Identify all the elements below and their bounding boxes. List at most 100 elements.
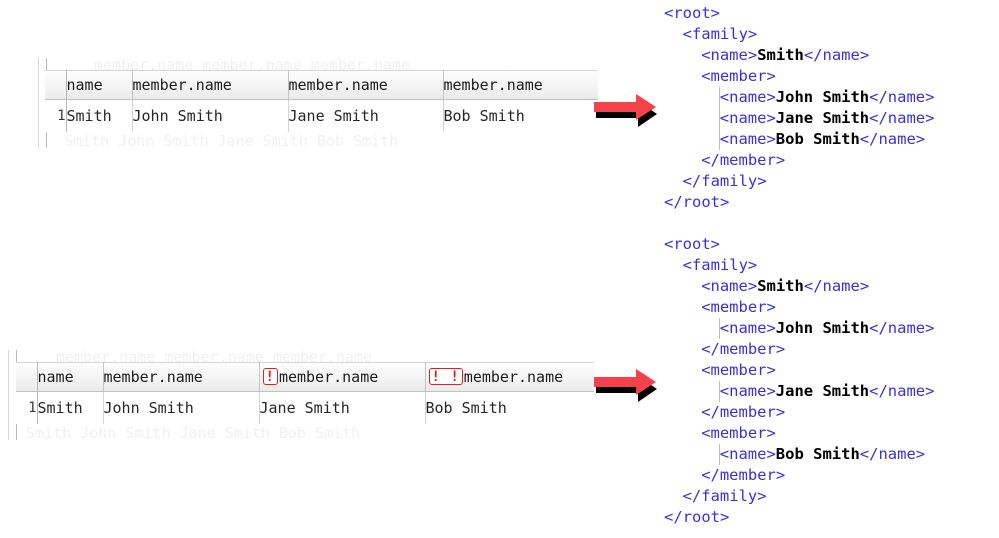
xml-tag: </member> xyxy=(701,151,786,169)
xml-line: </member> xyxy=(664,465,934,486)
xml-line: </root> xyxy=(664,192,934,213)
table-bottom-col-member-name-3-label: member.name xyxy=(463,368,564,386)
table-top-cell-member-3[interactable]: Bob Smith xyxy=(443,99,598,132)
xml-line: <name>Smith</name> xyxy=(664,276,934,297)
xml-indent-guide xyxy=(719,87,720,150)
warning-badge-icon[interactable]: ! xyxy=(262,368,278,385)
xml-line: <root> xyxy=(664,234,934,255)
xml-tag: <member> xyxy=(701,67,776,85)
xml-tag: <name> xyxy=(701,46,758,64)
xml-text-node: John Smith xyxy=(775,88,870,106)
table-top-col-member-name-1[interactable]: member.name xyxy=(132,70,289,100)
xml-line: </root> xyxy=(664,507,934,528)
xml-tag: <name> xyxy=(719,88,776,106)
xml-tag: </family> xyxy=(682,487,767,505)
xml-tag: </name> xyxy=(869,382,935,400)
xml-tag: <name> xyxy=(719,109,776,127)
xml-line: </member> xyxy=(664,150,934,171)
table-top[interactable]: name member.name member.name member.name… xyxy=(45,70,598,132)
xml-tag: <name> xyxy=(719,382,776,400)
table-row[interactable]: 1 Smith John Smith Jane Smith Bob Smith xyxy=(16,391,594,424)
xml-tag: </name> xyxy=(803,46,870,64)
table-bottom[interactable]: name member.name !member.name ! !member.… xyxy=(16,362,594,424)
xml-tag: <member> xyxy=(701,424,776,442)
table-bottom-cell-name[interactable]: Smith xyxy=(37,391,104,424)
table-top-cell-member-1[interactable]: John Smith xyxy=(132,99,289,132)
xml-line: <root> xyxy=(664,3,934,24)
table-bottom-cell-member-2[interactable]: Jane Smith xyxy=(259,391,426,424)
xml-line: </member> xyxy=(664,402,934,423)
table-bottom-header-row: name member.name !member.name ! !member.… xyxy=(16,362,594,392)
xml-text-node: John Smith xyxy=(775,319,870,337)
table-top-col-member-name-2[interactable]: member.name xyxy=(288,70,444,100)
xml-tag: <member> xyxy=(701,298,776,316)
xml-text-node: Smith xyxy=(757,277,804,295)
warning-badge-double-icon[interactable]: ! ! xyxy=(428,368,463,385)
xml-text-node: Bob Smith xyxy=(775,130,860,148)
table-top-clipped-row-below: Smith John Smith Jane Smith Bob Smith xyxy=(64,134,399,148)
xml-tag: </name> xyxy=(869,109,935,127)
table-top-container[interactable]: member.name member.name member.name name… xyxy=(38,58,598,148)
xml-text-node: Jane Smith xyxy=(775,382,870,400)
table-bottom-col-member-name-1[interactable]: member.name xyxy=(103,362,260,392)
table-row[interactable]: 1 Smith John Smith Jane Smith Bob Smith xyxy=(45,99,598,132)
xml-line: </family> xyxy=(664,486,934,507)
xml-indent-guide xyxy=(719,444,720,465)
xml-tag: <root> xyxy=(664,235,720,253)
table-top-col-member-name-3[interactable]: member.name xyxy=(443,70,598,100)
table-bottom-corner-cell[interactable] xyxy=(16,362,38,392)
xml-tag: <root> xyxy=(664,4,720,22)
xml-tag: </name> xyxy=(859,130,926,148)
right-arrow-icon xyxy=(594,94,657,127)
xml-line: <member> xyxy=(664,360,934,381)
xml-tag: <name> xyxy=(701,277,758,295)
table-top-cell-member-2[interactable]: Jane Smith xyxy=(288,99,444,132)
table-bottom-clipped-row-below: Smith John Smith Jane Smith Bob Smith xyxy=(26,426,361,440)
xml-tag: </root> xyxy=(664,193,730,211)
table-top-corner-cell[interactable] xyxy=(45,70,67,100)
xml-line: </family> xyxy=(664,171,934,192)
xml-tag: </name> xyxy=(803,277,870,295)
table-bottom-col-member-name-3[interactable]: ! !member.name xyxy=(425,362,594,392)
xml-indent-guide xyxy=(719,381,720,402)
xml-tag: <member> xyxy=(701,361,776,379)
table-bottom-col-member-name-2[interactable]: !member.name xyxy=(259,362,426,392)
xml-tag: </member> xyxy=(701,340,786,358)
xml-tag: </root> xyxy=(664,508,730,526)
table-bottom-cell-member-3[interactable]: Bob Smith xyxy=(425,391,594,424)
xml-tag: </member> xyxy=(701,403,786,421)
xml-line: <name>Jane Smith</name> xyxy=(664,108,935,129)
table-bottom-col-name[interactable]: name xyxy=(37,362,104,392)
arrow-bottom xyxy=(594,369,660,403)
table-top-col-name[interactable]: name xyxy=(66,70,133,100)
xml-tag: <family> xyxy=(682,25,758,43)
table-bottom-container[interactable]: member.name member.name member.name name… xyxy=(0,350,594,440)
xml-output-bottom: <root><family><name>Smith</name><member>… xyxy=(664,234,934,528)
right-arrow-icon xyxy=(594,369,657,402)
xml-tag: </family> xyxy=(682,172,767,190)
xml-tag: <name> xyxy=(719,319,776,337)
xml-tag: <name> xyxy=(719,445,776,463)
table-top-header-row: name member.name member.name member.name xyxy=(45,70,598,100)
xml-line: <member> xyxy=(664,423,934,444)
xml-line: <member> xyxy=(664,297,934,318)
table-bottom-row-number: 1 xyxy=(16,391,38,424)
xml-tag: </name> xyxy=(869,88,935,106)
xml-tag: </name> xyxy=(869,319,935,337)
xml-text-node: Jane Smith xyxy=(775,109,870,127)
xml-line: <name>Jane Smith</name> xyxy=(664,381,935,402)
xml-tag: </member> xyxy=(701,466,786,484)
xml-line: <member> xyxy=(664,66,934,87)
xml-line: <name>Bob Smith</name> xyxy=(664,129,934,150)
table-top-row-number: 1 xyxy=(45,99,67,132)
xml-tag: <name> xyxy=(719,130,776,148)
xml-text-node: Bob Smith xyxy=(775,445,860,463)
table-bottom-cell-member-1[interactable]: John Smith xyxy=(103,391,260,424)
xml-text-node: Smith xyxy=(757,46,804,64)
xml-line: <name>John Smith</name> xyxy=(664,87,935,108)
xml-output-top: <root><family><name>Smith</name><member>… xyxy=(664,3,934,213)
xml-line: </member> xyxy=(664,339,934,360)
xml-indent-guide xyxy=(719,318,720,339)
table-top-cell-name[interactable]: Smith xyxy=(66,99,133,132)
